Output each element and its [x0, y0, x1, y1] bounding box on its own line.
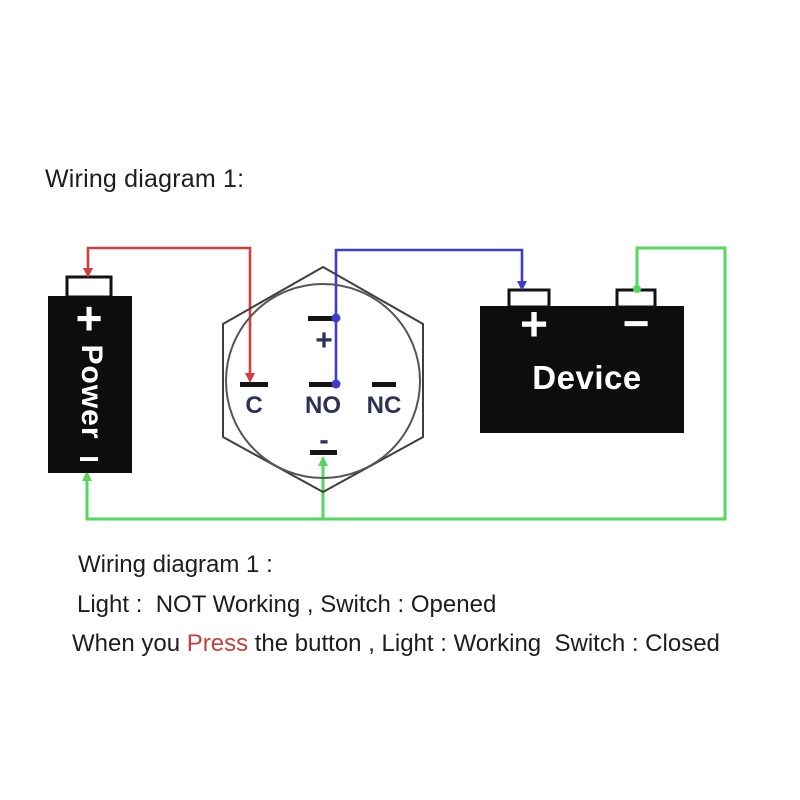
device-plus-label: +	[519, 298, 549, 352]
switch-terminal-nc-label: NC	[366, 392, 402, 419]
switch-led-plus-label: +	[315, 324, 333, 357]
caption-line-3-suffix: the button , Light : Working Switch : Cl…	[248, 630, 720, 657]
red-arrow-c-terminal	[245, 373, 255, 383]
green-wire-ground-loop	[85, 246, 727, 521]
caption-line-2: Light : NOT Working , Switch : Opened	[77, 591, 497, 618]
green-dot-device-minus	[633, 285, 641, 293]
switch-circle-outline	[225, 283, 421, 479]
power-name-label: Power	[75, 344, 108, 440]
switch-terminal-no-label: NO	[305, 392, 341, 419]
blue-arrow-device-plus	[517, 281, 527, 291]
green-arrow-led-minus	[318, 456, 328, 466]
red-arrow-power-terminal	[83, 268, 93, 278]
power-minus-label: −	[78, 438, 100, 479]
terminal-bar-led-minus	[310, 450, 337, 455]
caption-line-3-prefix: When you	[72, 630, 187, 657]
power-plus-label: +	[75, 292, 103, 344]
switch-terminal-c-label: C	[245, 392, 263, 419]
terminal-bar-led-plus	[308, 316, 336, 321]
page-title: Wiring diagram 1:	[45, 165, 245, 193]
switch-hexagon-outline	[222, 265, 424, 494]
terminal-bar-c	[240, 382, 268, 387]
blue-dot-led-plus	[331, 313, 341, 323]
caption-line-3: When you Press the button , Light : Work…	[72, 630, 720, 658]
green-arrow-power-minus	[82, 471, 92, 481]
device-name-label: Device	[532, 359, 642, 396]
blue-dot-no-terminal	[331, 379, 341, 389]
terminal-bar-no	[309, 382, 336, 387]
caption-line-1: Wiring diagram 1 :	[78, 551, 273, 578]
terminal-bar-nc	[372, 382, 396, 387]
device-minus-label: −	[622, 297, 650, 349]
power-box	[48, 296, 132, 473]
red-wire-power-to-c	[86, 246, 252, 379]
switch-led-minus-label: -	[319, 424, 329, 455]
caption-press-word: Press	[186, 630, 249, 657]
device-box	[480, 306, 684, 433]
